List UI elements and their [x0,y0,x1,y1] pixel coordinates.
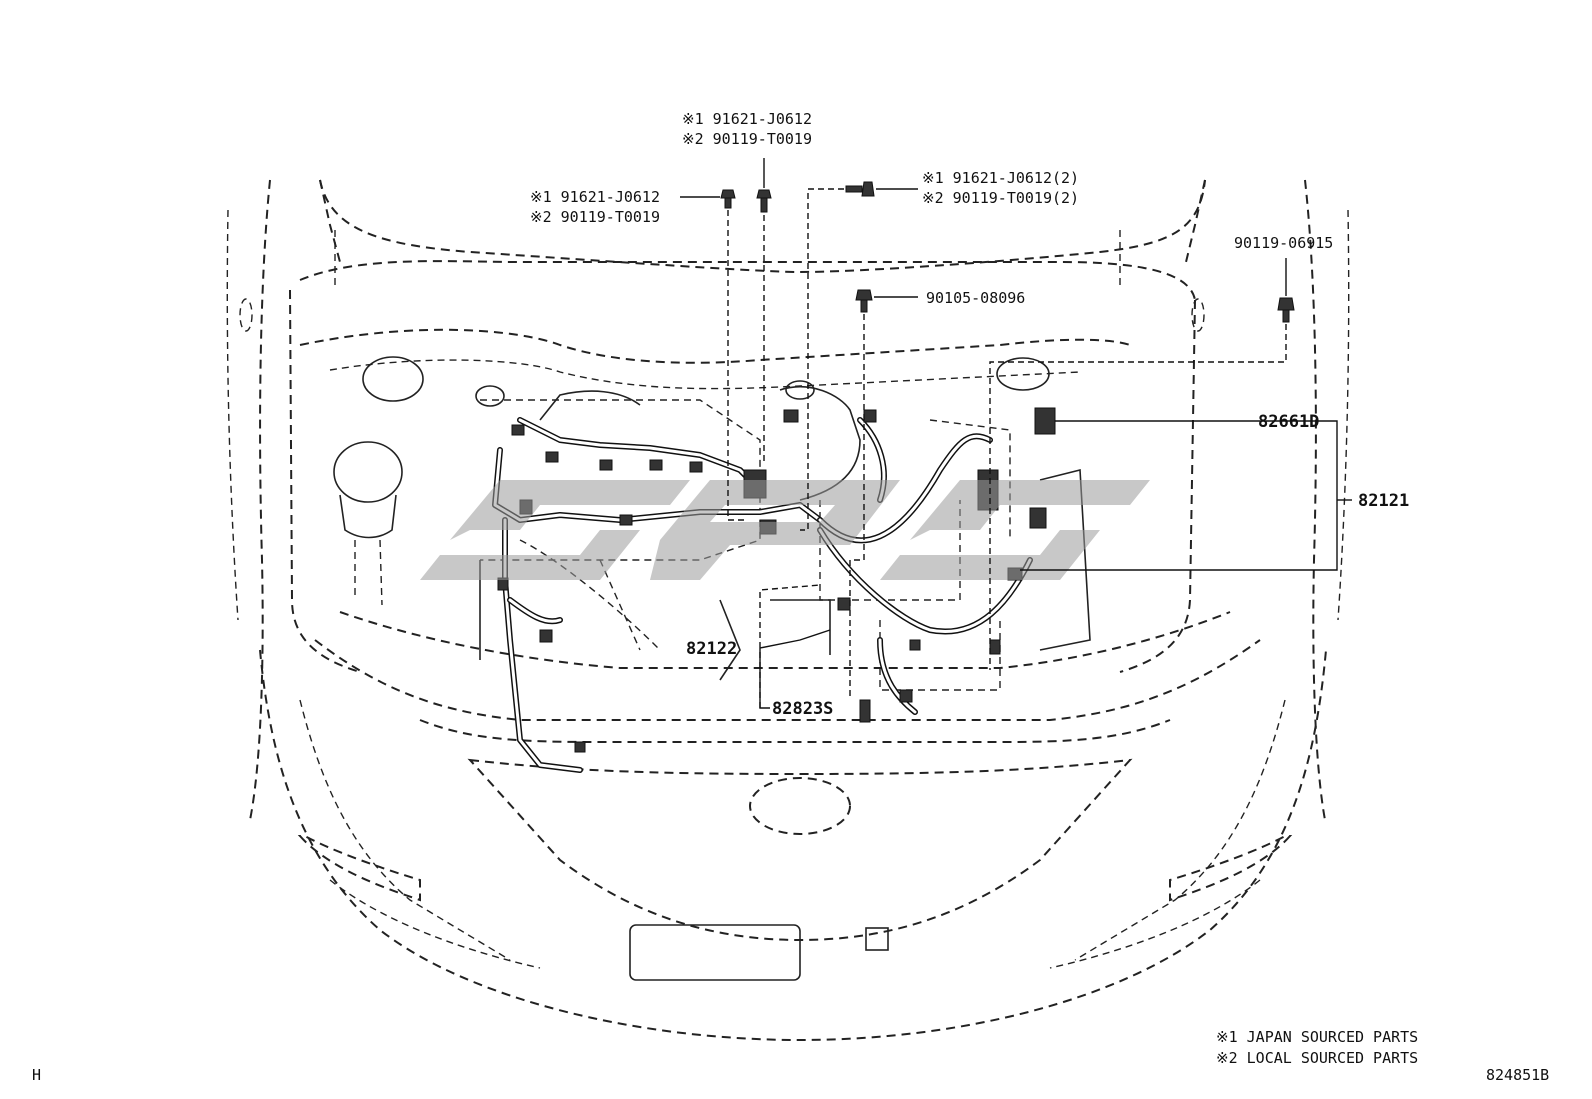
note-japan-sourced: ※1 JAPAN SOURCED PARTS [1216,1028,1418,1046]
part-82122-label: 82122 [686,639,737,659]
part-82661d-label: 82661D [1258,412,1319,432]
bolt-center-icon [855,289,873,313]
bolt-top-left-icon [720,189,736,209]
bolt-top-center-label-1: ※1 91621-J0612 [682,110,812,128]
bolt-right-label: 90119-06915 [1234,234,1333,252]
bolt-top-left-label-1: ※1 91621-J0612 [530,188,660,206]
bolt-top-center-label-2: ※2 90119-T0019 [682,130,812,148]
car-body-outline [226,179,1350,1042]
bolt-top-right-icon [845,181,875,197]
bolt-top-center-icon [756,189,772,213]
part-82823s-label: 82823S [772,699,833,719]
bolt-top-right-label-1: ※1 91621-J0612(2) [922,169,1079,187]
figure-number: 824851B [1486,1066,1549,1084]
note-local-sourced: ※2 LOCAL SOURCED PARTS [1216,1049,1418,1067]
part-82121-label: 82121 [1358,491,1409,511]
bolt-top-right-label-2: ※2 90119-T0019(2) [922,189,1079,207]
bolt-right-icon [1277,297,1295,323]
corner-mark: H [32,1066,41,1084]
bolt-center-label: 90105-08096 [926,289,1025,307]
bolt-top-left-label-2: ※2 90119-T0019 [530,208,660,226]
watermark-logo [420,480,1150,580]
